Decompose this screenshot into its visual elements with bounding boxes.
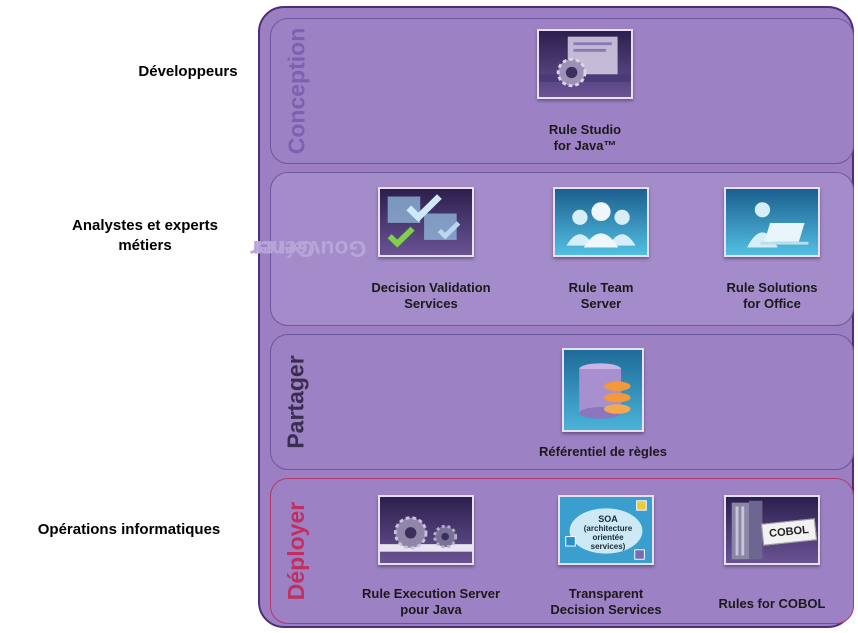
cobol-icon: COBOL [724,495,820,565]
caption-decision-validation-line1: Decision Validation [371,280,491,295]
label-partager: Partager [276,338,316,466]
caption-rule-execution-server: Rule Execution Server pour Java [346,586,516,618]
caption-transparent-decision-line1: Transparent [568,586,644,601]
caption-rule-team-server-line1: Rule Team [568,280,634,295]
label-gerer: Gérer Gouverner [250,176,366,322]
caption-transparent-decision-line2: Decision Services [550,602,662,617]
soa-text-line1: SOA [598,514,618,524]
rule-solutions-office-icon [724,187,820,257]
caption-referentiel: Référentiel de règles [518,444,688,460]
role-analysts-line2: métiers [118,237,172,254]
caption-referentiel-line1: Référentiel de règles [539,444,667,459]
label-deployer: Déployer [276,482,316,620]
label-conception: Conception [276,22,316,160]
caption-rule-solutions-office: Rule Solutions for Office [687,280,857,312]
caption-rule-team-server-line2: Server [580,296,622,311]
caption-rule-studio: Rule Studio for Java™ [500,122,670,154]
caption-rule-execution-server-line2: pour Java [400,602,462,617]
caption-rule-solutions-office-line1: Rule Solutions [726,280,818,295]
role-developers: Développeurs [118,62,258,82]
rule-studio-icon [537,29,633,99]
soa-text-line2: (architecture [583,524,633,533]
caption-rule-studio-line1: Rule Studio [548,122,622,137]
label-deployer-text: Déployer [283,501,309,601]
caption-rule-solutions-office-line2: for Office [743,296,801,311]
rule-execution-server-icon [378,495,474,565]
role-operations: Opérations informatiques [4,520,254,540]
soa-cloud-icon: SOA (architecture orientée services) [558,495,654,565]
label-gerer-line2: Gouverner [249,236,367,262]
caption-decision-validation: Decision Validation Services [346,280,516,312]
caption-rule-execution-server-line1: Rule Execution Server [362,586,500,601]
role-analysts-line1: Analystes et experts [72,217,218,234]
label-conception-text: Conception [283,27,309,155]
label-partager-text: Partager [283,355,310,449]
rule-team-server-icon [553,187,649,257]
role-developers-text: Développeurs [138,63,238,80]
caption-rules-cobol: Rules for COBOL [687,596,857,612]
decision-validation-icon [378,187,474,257]
caption-transparent-decision: Transparent Decision Services [521,586,691,618]
caption-decision-validation-line2: Services [404,296,458,311]
soa-text-line4: services) [590,542,626,551]
role-operations-text: Opérations informatiques [37,521,221,538]
caption-rules-cobol-line1: Rules for COBOL [718,596,826,611]
caption-rule-team-server: Rule Team Server [516,280,686,312]
role-analysts: Analystes et experts métiers [40,216,250,256]
caption-rule-studio-line2: for Java™ [553,138,617,153]
soa-text-line3: orientée [592,533,624,542]
referentiel-icon [562,348,644,432]
